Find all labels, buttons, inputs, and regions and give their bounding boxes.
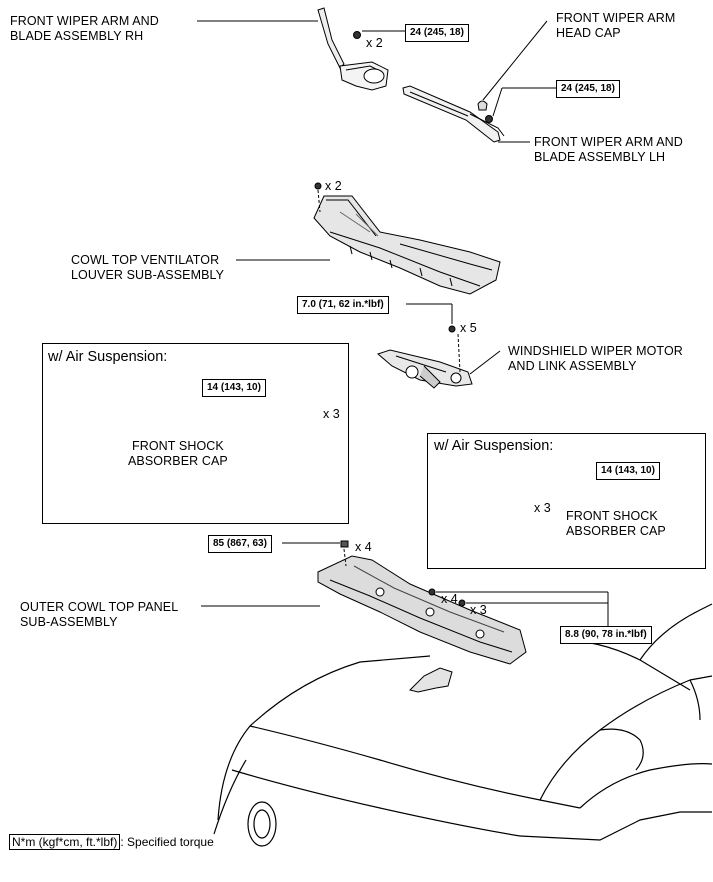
legend-key: N*m (kgf*cm, ft.*lbf): [9, 834, 121, 850]
cowl-louver-clip: [314, 182, 322, 190]
label-line: LOUVER SUB-ASSEMBLY: [71, 268, 225, 282]
label-line: ABSORBER CAP: [566, 524, 666, 538]
wiper-arm-lh-nut: [485, 115, 493, 123]
torque-shock-cap-right: 14 (143, 10): [596, 462, 660, 480]
qty-cowl-louver-clip: x 2: [325, 179, 342, 193]
cowl-top-ventilator-louver-part: [313, 195, 501, 295]
label-front-wiper-arm-lh: FRONT WIPER ARM AND BLADE ASSEMBLY LH: [534, 135, 683, 165]
label-outer-cowl-top-panel: OUTER COWL TOP PANEL SUB-ASSEMBLY: [20, 600, 178, 630]
label-line: WINDSHIELD WIPER MOTOR: [508, 344, 683, 358]
air-suspension-box-left: [42, 343, 349, 524]
cowl-panel-bolt-a: [428, 588, 436, 596]
torque-cowl-panel-bolts: 8.8 (90, 78 in.*lbf): [560, 626, 652, 644]
label-line: FRONT WIPER ARM AND: [10, 14, 159, 28]
label-line: FRONT SHOCK: [131, 439, 224, 453]
air-suspension-box-right: [427, 433, 706, 569]
torque-cowl-panel-nut: 85 (867, 63): [208, 535, 272, 553]
label-front-wiper-arm-head-cap: FRONT WIPER ARM HEAD CAP: [556, 11, 675, 41]
label-line: COWL TOP VENTILATOR: [71, 253, 220, 267]
label-line: BLADE ASSEMBLY RH: [10, 29, 144, 43]
air-suspension-title-left: w/ Air Suspension:: [48, 349, 168, 365]
qty-shock-cap-left-nut: x 3: [323, 407, 340, 421]
vehicle-outline: [213, 603, 713, 847]
wire-harness-part: [409, 667, 453, 693]
torque-legend: N*m (kgf*cm, ft.*lbf): Specified torque: [9, 834, 214, 850]
label-front-shock-absorber-cap-right-overlay: FRONT SHOCK ABSORBER CAP: [566, 509, 666, 539]
wiper-arm-rh-nut: [353, 31, 361, 39]
cowl-panel-nut: [340, 540, 349, 548]
outer-cowl-top-panel-part: [317, 555, 527, 665]
label-line: FRONT SHOCK: [566, 509, 658, 523]
label-front-wiper-arm-rh: FRONT WIPER ARM AND BLADE ASSEMBLY RH: [10, 14, 159, 44]
label-line: AND LINK ASSEMBLY: [508, 359, 637, 373]
front-wiper-arm-lh-part: [402, 85, 505, 143]
wiper-motor-bolt: [448, 325, 456, 333]
label-cowl-top-ventilator-louver: COWL TOP VENTILATOR LOUVER SUB-ASSEMBLY: [71, 253, 224, 283]
cowl-panel-bolt-b: [458, 599, 466, 607]
label-line: SUB-ASSEMBLY: [20, 615, 118, 629]
label-line: BLADE ASSEMBLY LH: [534, 150, 666, 164]
legend-text: : Specified torque: [120, 835, 214, 849]
qty-wiper-motor-bolt: x 5: [460, 321, 477, 335]
label-front-shock-absorber-cap-left: FRONT SHOCK ABSORBER CAP: [128, 439, 228, 469]
wiper-arm-head-cap-part: [477, 100, 488, 111]
label-windshield-wiper-motor: WINDSHIELD WIPER MOTOR AND LINK ASSEMBLY: [508, 344, 683, 374]
windshield-wiper-motor-part: [377, 349, 473, 389]
label-line: ABSORBER CAP: [128, 454, 228, 468]
label-line: HEAD CAP: [556, 26, 621, 40]
torque-wiper-arm-rh: 24 (245, 18): [405, 24, 469, 42]
qty-cowl-panel-bolt-b: x 3: [470, 603, 487, 617]
qty-cowl-panel-bolt-a: x 4: [441, 592, 458, 606]
torque-wiper-arm-lh: 24 (245, 18): [556, 80, 620, 98]
air-suspension-title-right: w/ Air Suspension:: [434, 438, 554, 454]
front-wiper-arm-rh-part: [317, 7, 389, 91]
label-line: FRONT WIPER ARM: [556, 11, 676, 25]
qty-cowl-panel-nut: x 4: [355, 540, 372, 554]
torque-shock-cap-left: 14 (143, 10): [202, 379, 266, 397]
torque-wiper-motor: 7.0 (71, 62 in.*lbf): [297, 296, 389, 314]
label-line: OUTER COWL TOP PANEL: [20, 600, 179, 614]
label-line: FRONT WIPER ARM AND: [534, 135, 683, 149]
qty-wiper-arm-rh-nut: x 2: [366, 36, 383, 50]
qty-shock-cap-right-nut: x 3: [534, 501, 551, 515]
